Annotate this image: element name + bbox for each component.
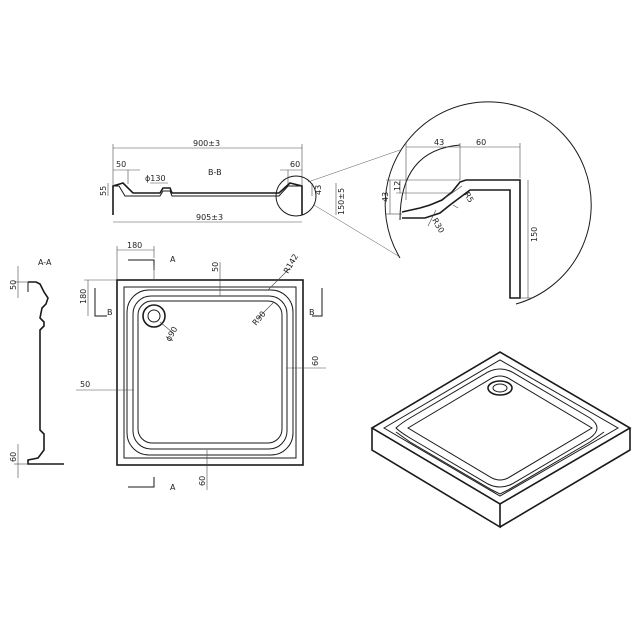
plan-drain-diameter: ϕ90 (164, 325, 180, 343)
dim-width-bottom: 905±3 (196, 213, 223, 222)
iso-rim-lip (395, 431, 605, 495)
section-aa-profile (27, 281, 64, 465)
detail-leader-upper (307, 149, 401, 183)
dim-lip-left: 50 (116, 160, 126, 169)
isometric-view (370, 351, 632, 529)
detail-dim-43-side: 43 (381, 192, 390, 202)
section-bb-label: B-B (208, 168, 222, 177)
plan-basin-outer (132, 295, 288, 450)
section-aa-view: A-A 50 60 (9, 258, 64, 478)
detail-circle (384, 101, 592, 305)
iso-left-side (371, 428, 501, 529)
detail-callout-circle (275, 175, 317, 217)
detail-radius-r30: R30 (430, 217, 446, 235)
iso-right-side (499, 428, 631, 528)
plan-dim-180-side: 180 (79, 289, 88, 304)
plan-section-a-bottom: A (170, 483, 176, 492)
section-bb-view: 900±3 50 60 B-B ϕ130 55 905±3 43 150±5 (99, 139, 401, 258)
plan-drain-outer (142, 304, 166, 328)
plan-radius-r90: R90 (251, 309, 268, 327)
section-aa-dim-60: 60 (9, 452, 18, 462)
plan-section-b-right: B (309, 308, 315, 317)
section-bb-inner (113, 185, 302, 197)
plan-outer-rect (116, 279, 304, 466)
detail-dim-60: 60 (476, 138, 486, 147)
detail-rim-profile (401, 179, 521, 299)
plan-inner-edge (126, 289, 294, 456)
plan-radius-r142: R142 (282, 252, 300, 275)
plan-section-b-left: B (107, 308, 113, 317)
iso-drain-inner (492, 383, 508, 393)
dim-lip-right: 60 (290, 160, 300, 169)
plan-section-a-top: A (170, 255, 176, 264)
plan-dim-180-top: 180 (127, 241, 142, 250)
detail-radius-r5: R5 (462, 191, 475, 205)
iso-basin-edge (395, 368, 598, 488)
iso-rim-inner (383, 359, 620, 497)
plan-view: ϕ90 A A 180 B B 180 50 R142 R90 50 (76, 241, 326, 492)
detail-leader-lower (313, 204, 401, 258)
iso-basin-floor (407, 375, 593, 481)
section-aa-dim-50: 50 (9, 280, 18, 290)
dim-width-top: 900±3 (193, 139, 220, 148)
section-aa-label: A-A (38, 258, 52, 267)
dim-drain-diameter: ϕ130 (145, 174, 166, 183)
section-bb-profile (112, 182, 303, 215)
detail-dim-12: 12 (393, 181, 402, 191)
plan-basin-floor (137, 300, 283, 444)
detail-dim-43-top: 43 (434, 138, 444, 147)
detail-dim-150: 150 (530, 227, 539, 242)
dim-depth-55: 55 (99, 186, 108, 196)
plan-drain-inner (147, 309, 161, 323)
plan-dim-60-bottom: 60 (198, 476, 207, 486)
plan-rim-rect (123, 286, 297, 459)
dim-rim-43: 43 (314, 185, 323, 195)
dim-height-150: 150±5 (337, 188, 346, 215)
plan-dim-50-top: 50 (211, 262, 220, 272)
iso-drain-outer (487, 380, 513, 396)
plan-dim-60-right: 60 (311, 356, 320, 366)
rim-detail-view: 43 60 43 12 R5 R30 150 (381, 101, 592, 305)
plan-dim-50-left: 50 (80, 380, 90, 389)
